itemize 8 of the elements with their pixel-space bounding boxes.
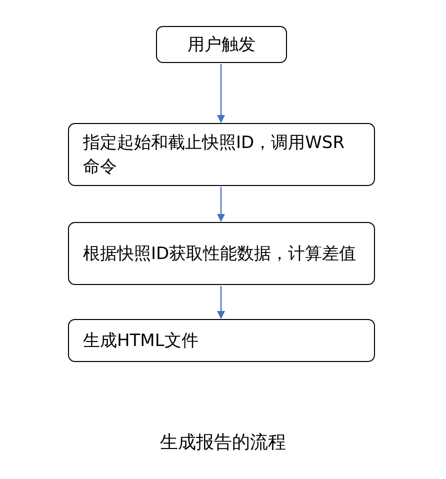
diagram-title: 生成报告的流程 (160, 432, 286, 453)
process-box: 指定起始和截止快照ID，调用WSR命令 (68, 123, 375, 186)
process-box: 用户触发 (156, 26, 287, 63)
arrow (217, 64, 225, 123)
process-box: 生成HTML文件 (68, 319, 375, 362)
arrow (217, 187, 225, 222)
process-box: 根据快照ID获取性能数据，计算差值 (68, 222, 375, 285)
arrow (217, 286, 225, 319)
